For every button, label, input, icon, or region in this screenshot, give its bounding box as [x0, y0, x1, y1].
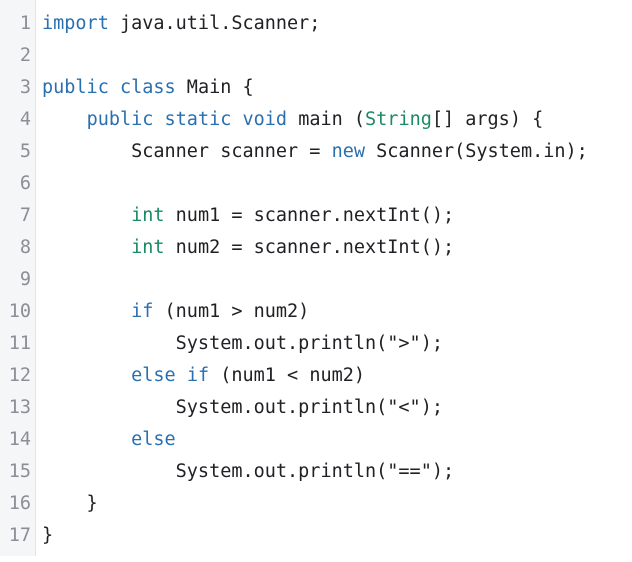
code-text[interactable]: public static void main (String[] args) … — [86, 109, 544, 130]
line-number: 9 — [19, 269, 31, 290]
code-text[interactable]: } — [42, 493, 98, 514]
code-text[interactable]: import java.util.Scanner; — [42, 13, 321, 34]
code-text[interactable]: public class Main { — [42, 77, 254, 98]
line-number: 5 — [19, 141, 31, 162]
line-number: 15 — [8, 461, 31, 482]
code-text[interactable]: System.out.println(">"); — [42, 333, 443, 354]
code-text[interactable]: int num2 = scanner.nextInt(); — [131, 237, 455, 258]
code-text[interactable]: else — [131, 429, 176, 450]
line-number: 6 — [19, 173, 31, 194]
line-number: 4 — [19, 109, 31, 130]
line-number: 17 — [8, 525, 31, 546]
code-text[interactable]: int num1 = scanner.nextInt(); — [131, 205, 455, 226]
line-number: 13 — [8, 397, 31, 418]
line-number: 16 — [8, 493, 31, 514]
code-text[interactable]: if (num1 > num2) — [131, 301, 310, 322]
code-text[interactable]: Scanner scanner = new Scanner(System.in)… — [42, 141, 588, 162]
code-text[interactable]: System.out.println("=="); — [42, 461, 455, 482]
line-number: 10 — [8, 301, 31, 322]
line-number: 12 — [8, 365, 31, 386]
code-text[interactable]: } — [42, 525, 54, 546]
code-text[interactable]: System.out.println("<"); — [42, 397, 443, 418]
code-text[interactable]: else if (num1 < num2) — [131, 365, 366, 386]
line-number: 11 — [8, 333, 31, 354]
line-number: 8 — [19, 237, 31, 258]
line-number-gutter — [0, 0, 36, 556]
line-number: 3 — [19, 77, 31, 98]
line-number: 14 — [8, 429, 31, 450]
line-number: 2 — [19, 45, 31, 66]
line-number: 1 — [19, 13, 31, 34]
line-number: 7 — [19, 205, 31, 226]
